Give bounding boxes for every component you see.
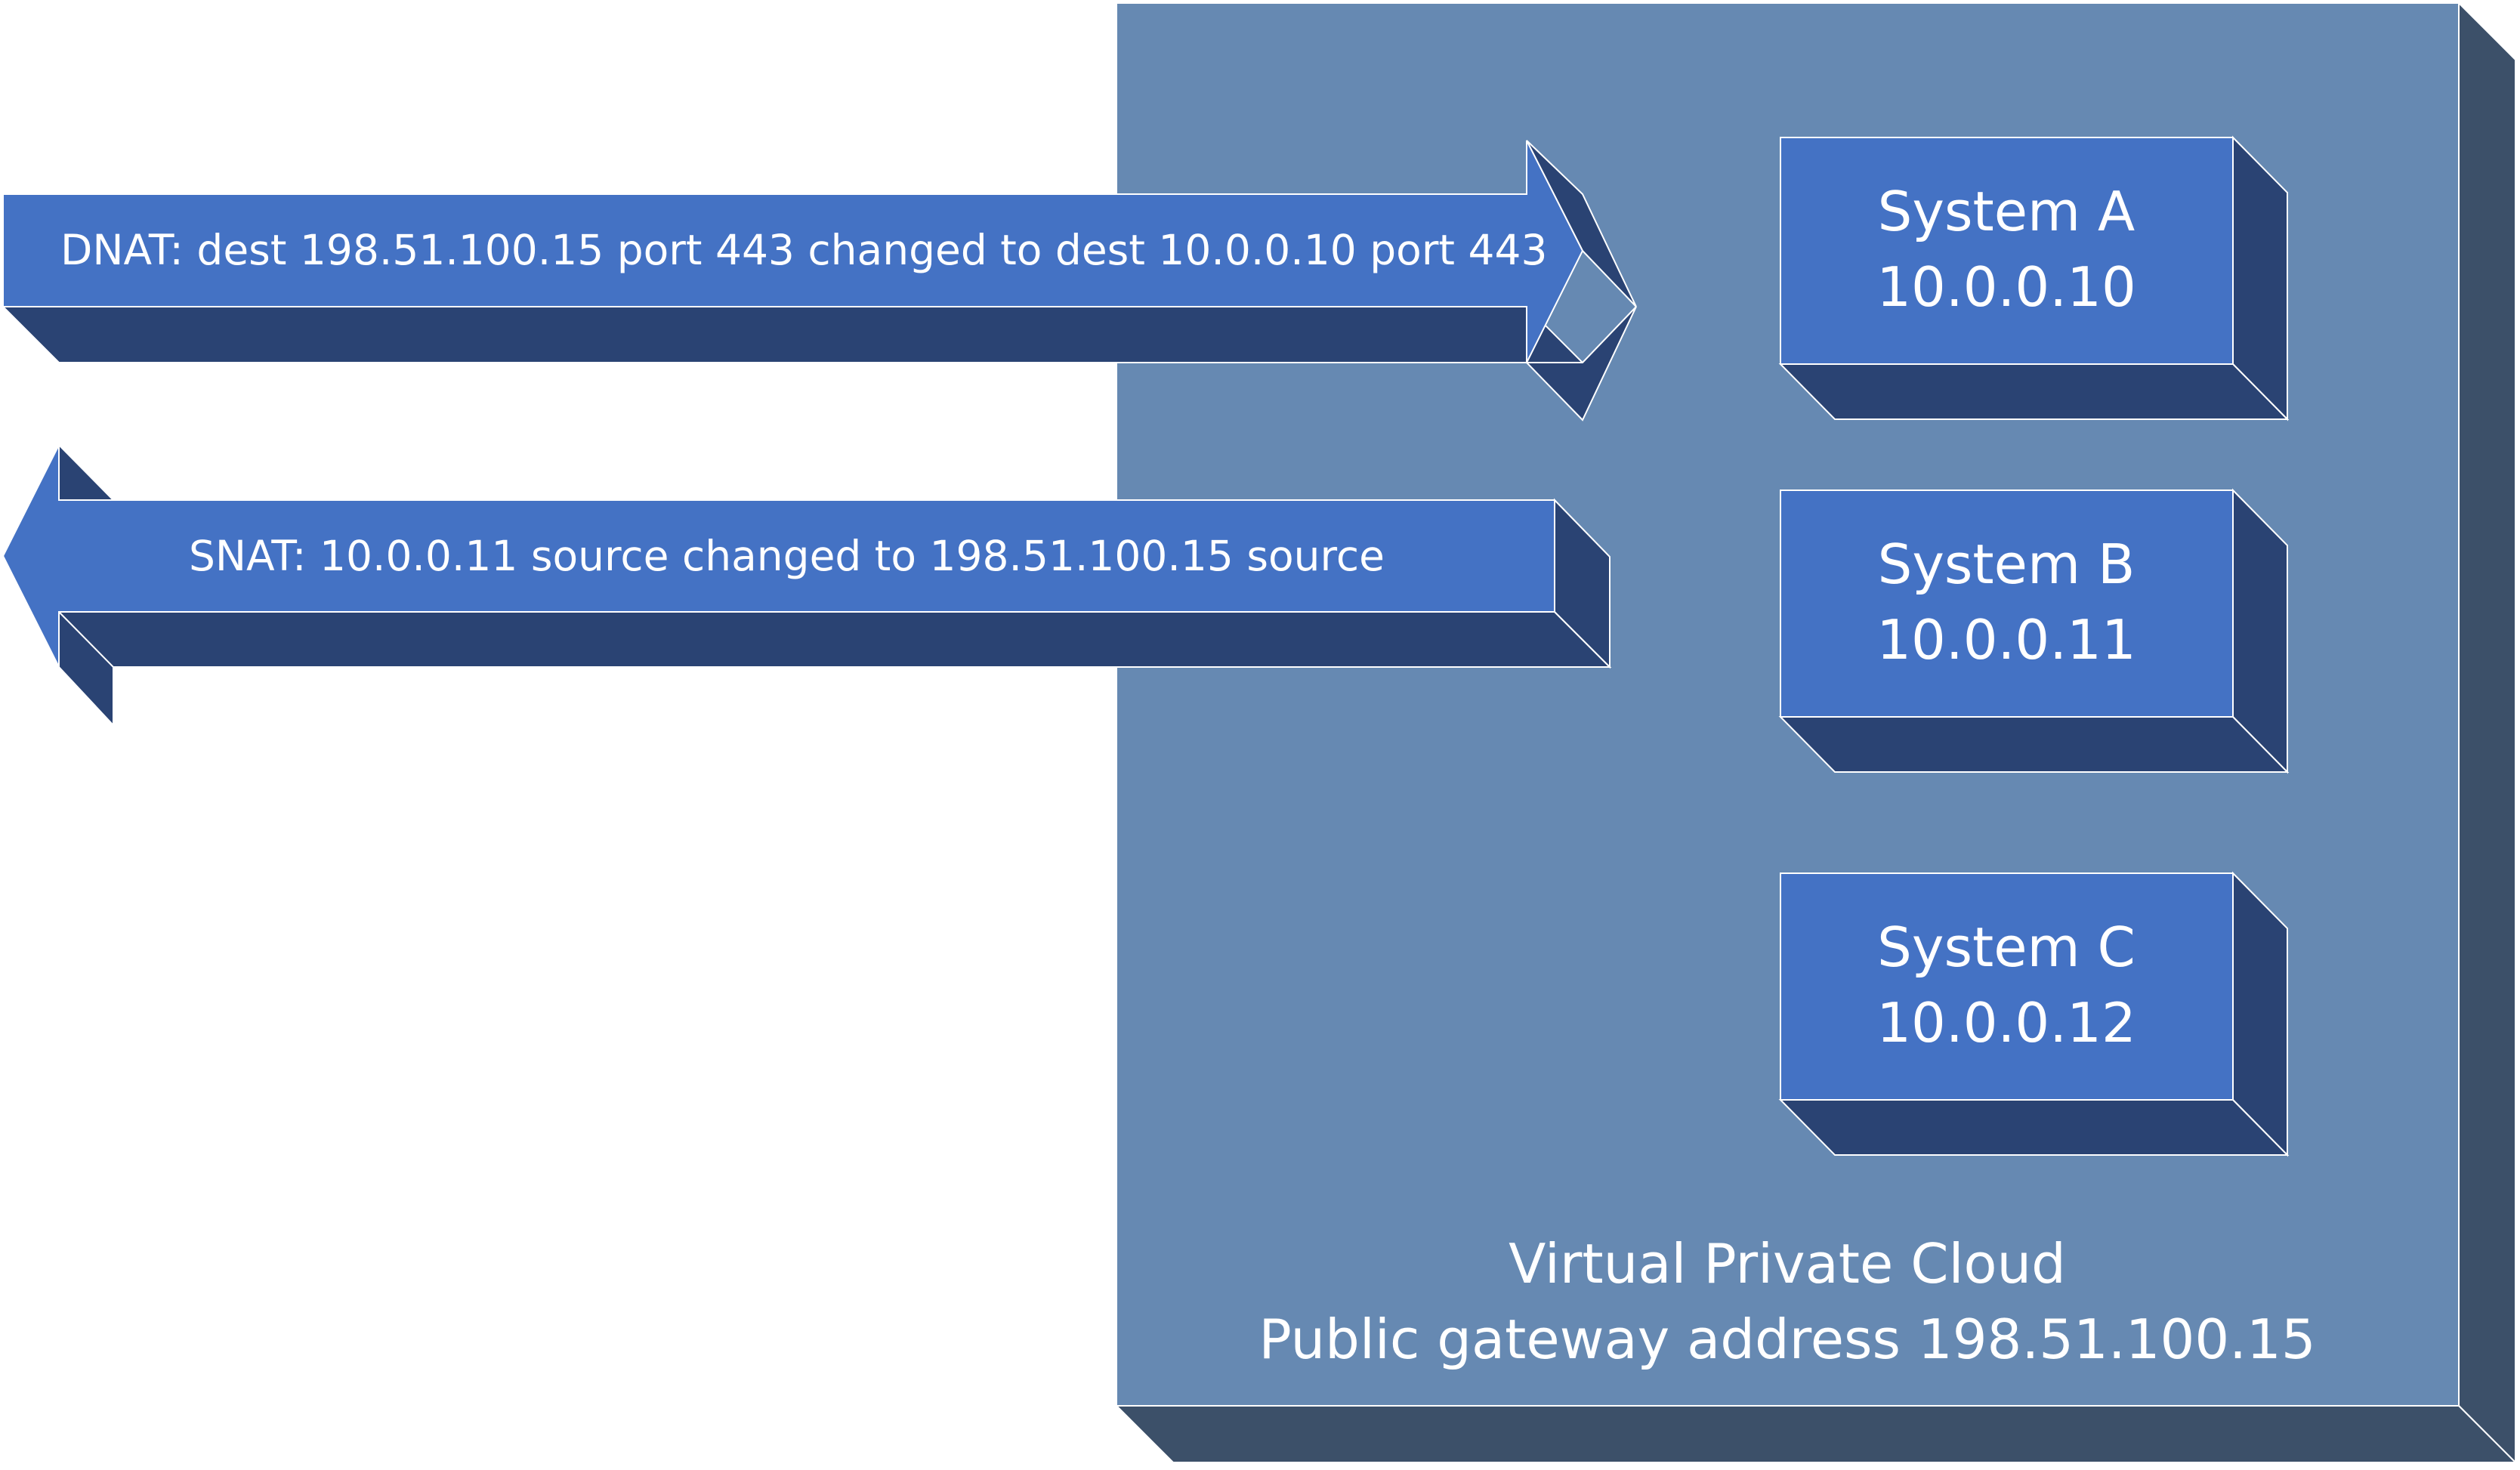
snat-arrowhead-upper-face	[58, 443, 116, 501]
system-a-bottom-face	[1778, 363, 2290, 420]
vpc-side-face	[2458, 1, 2516, 1465]
dnat-arrow: DNAT: dest 198.51.100.15 port 443 change…	[1, 140, 1637, 422]
dnat-arrow-front-face	[2, 140, 1584, 363]
system-b-bottom-face	[1778, 716, 2290, 773]
snat-label: SNAT: 10.0.0.11 source changed to 198.51…	[189, 532, 1385, 580]
system-c-front-face	[1780, 872, 2234, 1101]
system-box-a: System A 10.0.0.10	[1778, 135, 2290, 422]
system-box-b: System B 10.0.0.11	[1778, 488, 2290, 774]
snat-arrow: SNAT: 10.0.0.11 source changed to 198.51…	[2, 443, 1612, 727]
system-b-ip: 10.0.0.11	[1876, 608, 2136, 672]
system-a-front-face	[1780, 137, 2234, 365]
system-box-c: System C 10.0.0.12	[1778, 871, 2290, 1157]
system-a-name: System A	[1878, 180, 2136, 243]
dnat-label: DNAT: dest 198.51.100.15 port 443 change…	[60, 226, 1547, 274]
system-b-name: System B	[1878, 533, 2136, 596]
system-a-ip: 10.0.0.10	[1876, 255, 2136, 319]
vpc-gateway-address: Public gateway address 198.51.100.15	[1258, 1308, 2315, 1371]
vpc-title: Virtual Private Cloud	[1509, 1232, 2066, 1296]
snat-arrow-bottom-face	[58, 611, 1612, 668]
snat-arrow-front-face	[2, 444, 1555, 668]
dnat-arrow-bottom-face	[1, 306, 1585, 363]
vpc-bottom-face	[1114, 1405, 2518, 1463]
system-c-ip: 10.0.0.12	[1876, 991, 2136, 1055]
system-c-bottom-face	[1778, 1099, 2290, 1156]
system-b-front-face	[1780, 489, 2234, 718]
system-c-name: System C	[1877, 916, 2136, 979]
